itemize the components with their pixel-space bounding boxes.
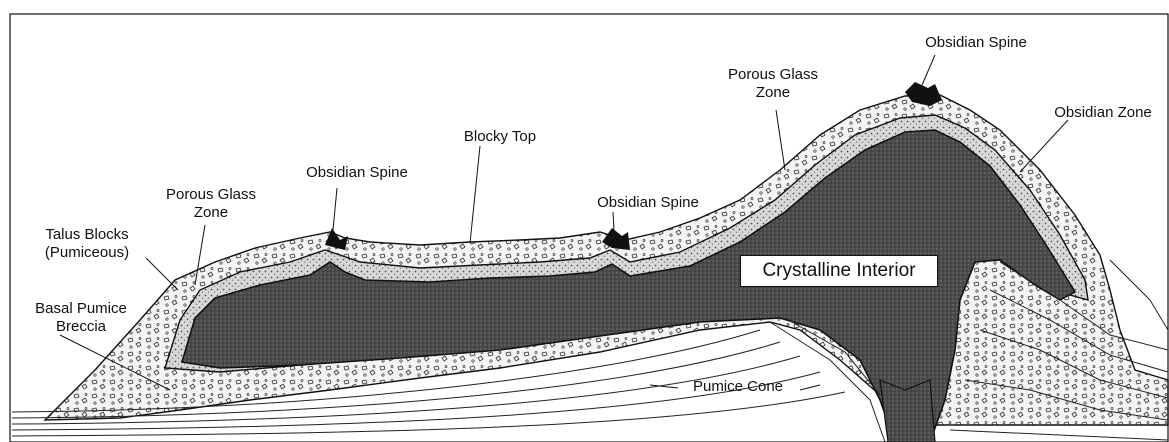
- label-porous-glass-zone-left-line1: Porous Glass: [146, 186, 276, 204]
- label-talus-blocks: Talus Blocks (Pumiceous): [22, 226, 152, 262]
- label-porous-glass-zone-right-line1: Porous Glass: [708, 66, 838, 84]
- label-porous-glass-zone-right-line2: Zone: [708, 84, 838, 102]
- label-talus-blocks-line2: (Pumiceous): [22, 244, 152, 262]
- label-basal-pumice-breccia-line2: Breccia: [16, 318, 146, 336]
- label-basal-pumice-breccia-line1: Basal Pumice: [16, 300, 146, 318]
- label-pumice-cone: Pumice Cone: [678, 378, 798, 396]
- feeder-conduit: [880, 380, 935, 442]
- label-obsidian-spine-middle: Obsidian Spine: [578, 194, 718, 212]
- label-porous-glass-zone-right: Porous Glass Zone: [708, 66, 838, 102]
- label-basal-pumice-breccia: Basal Pumice Breccia: [16, 300, 146, 336]
- label-obsidian-spine-top: Obsidian Spine: [906, 34, 1046, 52]
- label-porous-glass-zone-left: Porous Glass Zone: [146, 186, 276, 222]
- label-talus-blocks-line1: Talus Blocks: [22, 226, 152, 244]
- label-porous-glass-zone-left-line2: Zone: [146, 204, 276, 222]
- label-obsidian-zone: Obsidian Zone: [1038, 104, 1168, 122]
- label-blocky-top: Blocky Top: [440, 128, 560, 146]
- label-crystalline-interior: Crystalline Interior: [740, 255, 938, 287]
- label-obsidian-spine-left: Obsidian Spine: [287, 164, 427, 182]
